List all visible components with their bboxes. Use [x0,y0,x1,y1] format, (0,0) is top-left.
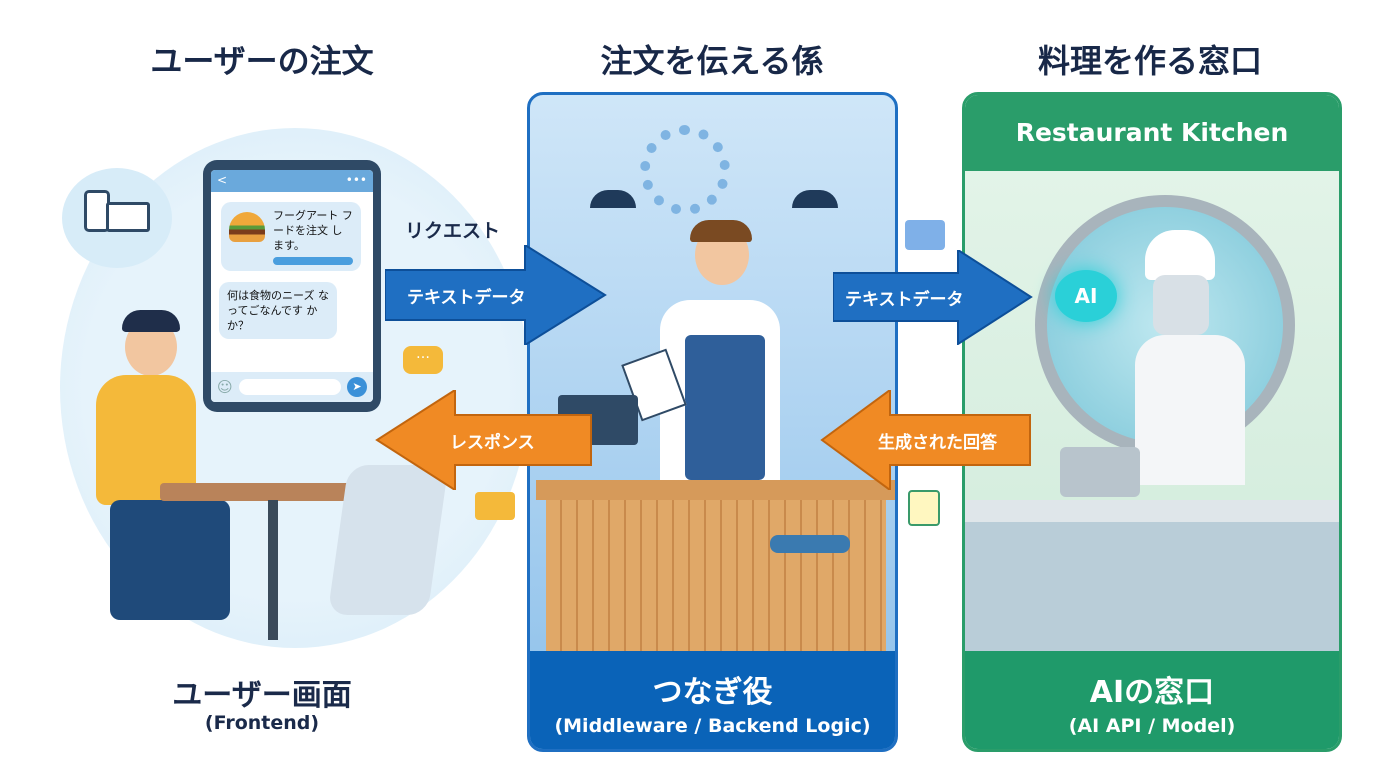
frontend-sublabel: (Frontend) [204,712,320,734]
request-arrow-2: テキストデータ [832,248,1033,346]
title-user-order: ユーザーの注文 [150,42,374,80]
request-arrow-1: テキストデータ [384,243,607,347]
request-label: リクエスト [405,220,501,242]
more-icon[interactable]: ••• [345,173,367,187]
robot-head [1153,275,1209,335]
response-arrow-1: レスポンス [375,388,593,492]
back-icon[interactable]: < [217,173,228,187]
speech-dots-icon: … [403,346,443,374]
emoji-icon[interactable]: ☺ [217,378,233,396]
kitchen-header: Restaurant Kitchen [965,95,1339,171]
lamp-icon [590,190,636,208]
chat-message-reply: 何は食物のニーズ なってごなんです かか？ [219,282,337,339]
kitchen-counter-top [965,500,1339,522]
table-leg [268,500,278,640]
middleware-sublabel: (Middleware / Backend Logic) [554,715,871,737]
pot [1060,447,1140,497]
chef-hat [1145,230,1215,280]
waiter-hair [690,220,752,242]
title-kitchen-window: 料理を作る窓口 [1037,42,1262,80]
title-order-messenger: 注文を伝える係 [600,42,824,80]
document-icon [905,220,945,250]
chat-input[interactable] [238,379,341,395]
tablet-chat: < ••• フーグアート フードを注文 します。 何は食物のニーズ なってごなんで… [203,160,381,412]
ai-sublabel: (AI API / Model) [1068,715,1236,737]
document-icon [908,490,940,526]
devices-bubble [62,168,172,268]
table [160,483,388,501]
response-arrow-2: 生成された回答 [820,388,1032,492]
waiter-apron [685,335,765,480]
frontend-label: ユーザー画面 [172,678,352,713]
ai-brain-icon: AI [1055,270,1117,322]
kitchen-cabinets [965,522,1339,657]
chef-robot-body [1135,335,1245,485]
gear-icon [640,125,730,215]
middleware-panel: つなぎ役 (Middleware / Backend Logic) [527,92,898,752]
chat-message-user: フーグアート フードを注文 します。 [221,202,361,271]
laptop-icon [106,202,150,232]
document-icon [475,492,515,520]
counter [546,500,886,660]
ai-label: AIの窓口 [1089,675,1215,710]
user-legs [110,500,230,620]
user-hair [122,310,180,332]
lamp-icon [792,190,838,208]
counter-top [536,480,895,500]
middleware-label: つなぎ役 [652,675,773,710]
stool [770,535,850,553]
burger-icon [229,212,265,242]
send-icon[interactable]: ➤ [347,377,367,397]
